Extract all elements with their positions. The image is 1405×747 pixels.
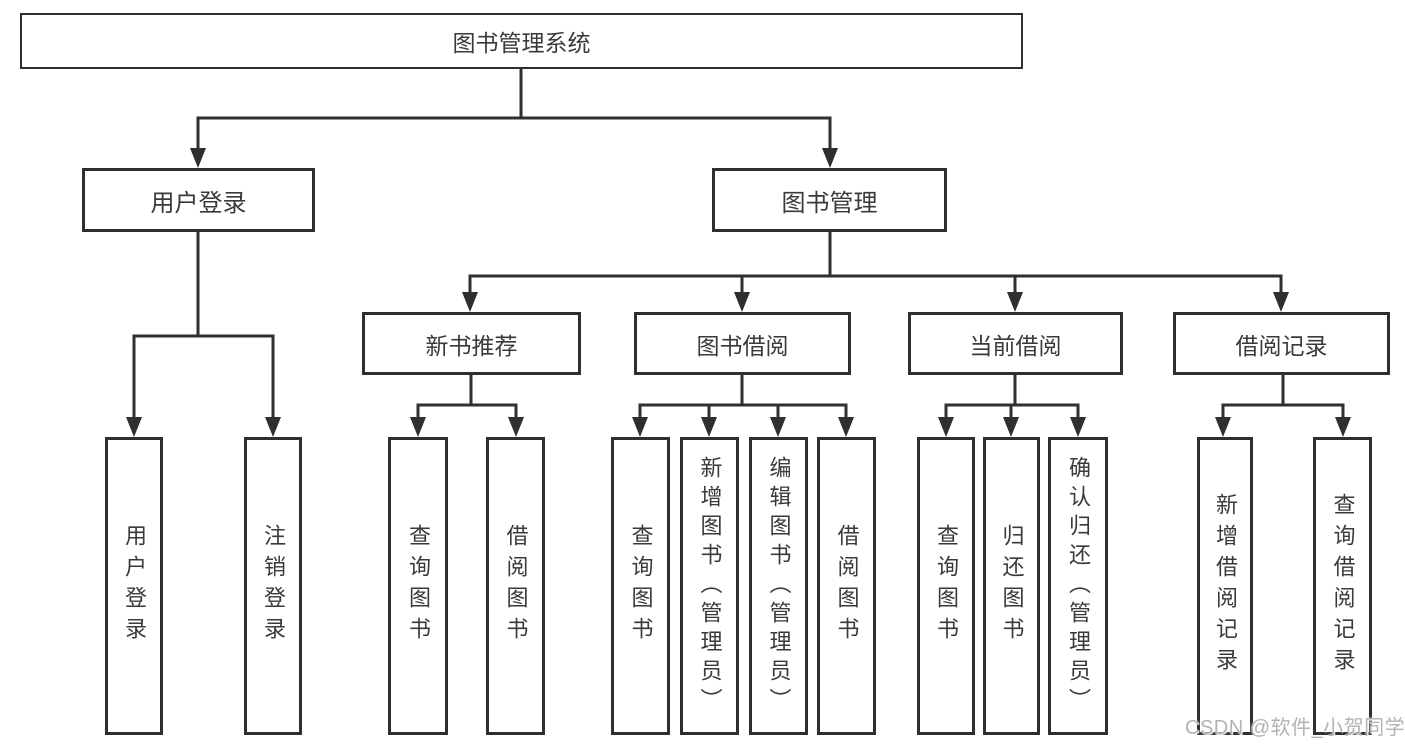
arrowheads (126, 148, 1351, 437)
node-borrow-books-borrowing: 借阅图书 (817, 437, 876, 735)
node-return-books: 归还图书 (983, 437, 1040, 735)
node-logout-action: 注销登录 (244, 437, 302, 735)
node-book-borrowing: 图书借阅 (634, 312, 851, 375)
node-borrowing-records: 借阅记录 (1173, 312, 1390, 375)
node-query-books-current: 查询图书 (917, 437, 975, 735)
node-add-borrow-record: 新增借阅记录 (1197, 437, 1253, 735)
node-current-borrowing: 当前借阅 (908, 312, 1123, 375)
node-borrow-books-recommend: 借阅图书 (486, 437, 545, 735)
node-user-login: 用户登录 (82, 168, 315, 232)
node-query-books-borrowing: 查询图书 (611, 437, 670, 735)
node-user-login-action: 用户登录 (105, 437, 163, 735)
node-book-management: 图书管理 (712, 168, 947, 232)
node-library-management-system: 图书管理系统 (20, 13, 1023, 69)
node-confirm-return-admin: 确认归还（管理员） (1048, 437, 1108, 735)
node-query-borrow-record: 查询借阅记录 (1313, 437, 1372, 735)
node-add-books-admin: 新增图书（管理员） (680, 437, 739, 735)
node-query-books-recommend: 查询图书 (388, 437, 448, 735)
node-new-book-recommend: 新书推荐 (362, 312, 581, 375)
node-edit-books-admin: 编辑图书（管理员） (749, 437, 808, 735)
csdn-watermark: CSDN @软件_小贺同学 (1185, 717, 1405, 739)
